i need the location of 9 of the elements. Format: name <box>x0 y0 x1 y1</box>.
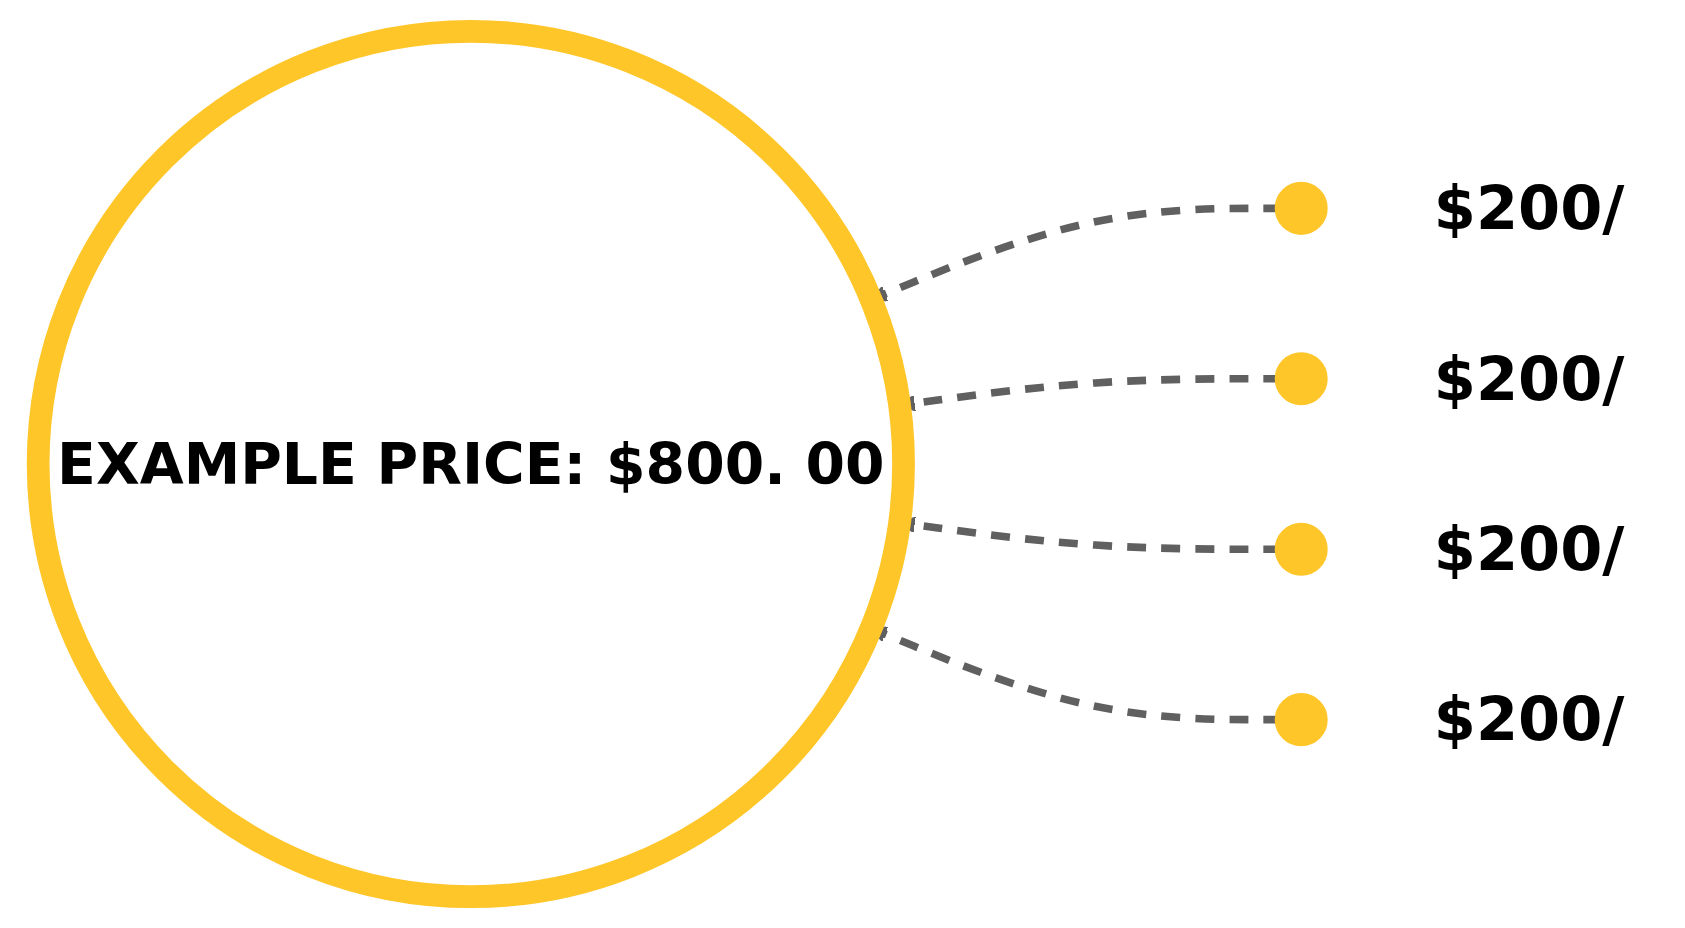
node-circle <box>1274 522 1328 576</box>
node-circle <box>1274 352 1328 406</box>
node-circle: EXAMPLE PRICE: $800. 00 <box>26 19 915 909</box>
node-circle <box>1274 693 1328 747</box>
price-label: $200/ <box>1433 173 1624 244</box>
price-label: $200/ <box>1433 343 1624 414</box>
price-label: $200/ <box>1433 684 1624 755</box>
node-circle <box>1274 181 1328 235</box>
price-label: $200/ <box>1433 514 1624 585</box>
